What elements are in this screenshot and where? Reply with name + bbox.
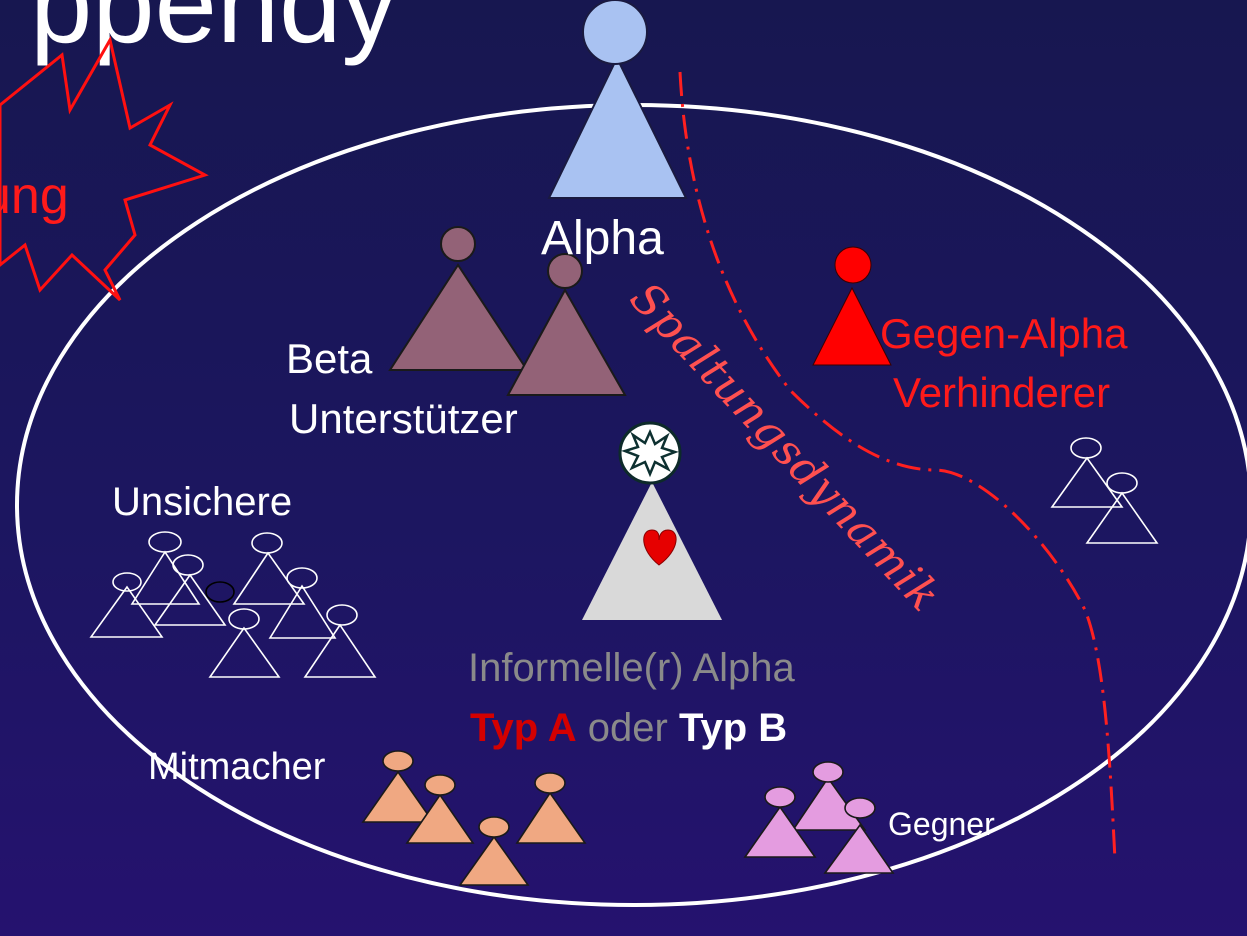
split-line (678, 71, 1117, 861)
burst-text: ung (0, 167, 69, 225)
beta-figures (388, 226, 627, 396)
alpha-label: Alpha (541, 212, 664, 265)
gegner-figures (743, 761, 895, 874)
oder-label: oder (587, 706, 668, 750)
heart-icon (643, 529, 677, 566)
unsichere-figures (89, 531, 377, 678)
alpha-figure (547, 0, 688, 199)
unterstuetzer-label: Unterstützer (289, 395, 518, 442)
gegner-label: Gegner (888, 806, 995, 842)
verhinderer-label: Verhinderer (893, 369, 1111, 416)
unsichere-label: Unsichere (112, 480, 293, 524)
typ-line: Typ A oder Typ B (470, 708, 787, 748)
gegen-alpha-label: Gegen-Alpha (880, 310, 1128, 357)
typ-b-label: Typ B (678, 706, 788, 750)
mitmacher-figures (361, 750, 587, 886)
mitmacher-label: Mitmacher (148, 746, 326, 788)
outline-figures-right (1050, 437, 1159, 544)
title-fragment: ppendy (30, 0, 397, 66)
starburst-icon (0, 35, 209, 302)
informelle-alpha-label: Informelle(r) Alpha (468, 646, 795, 690)
beta-label: Beta (286, 335, 373, 382)
typ-a-label: Typ A (470, 706, 577, 750)
informal-alpha-figure (582, 421, 722, 620)
gegen-alpha-figure (812, 246, 892, 366)
